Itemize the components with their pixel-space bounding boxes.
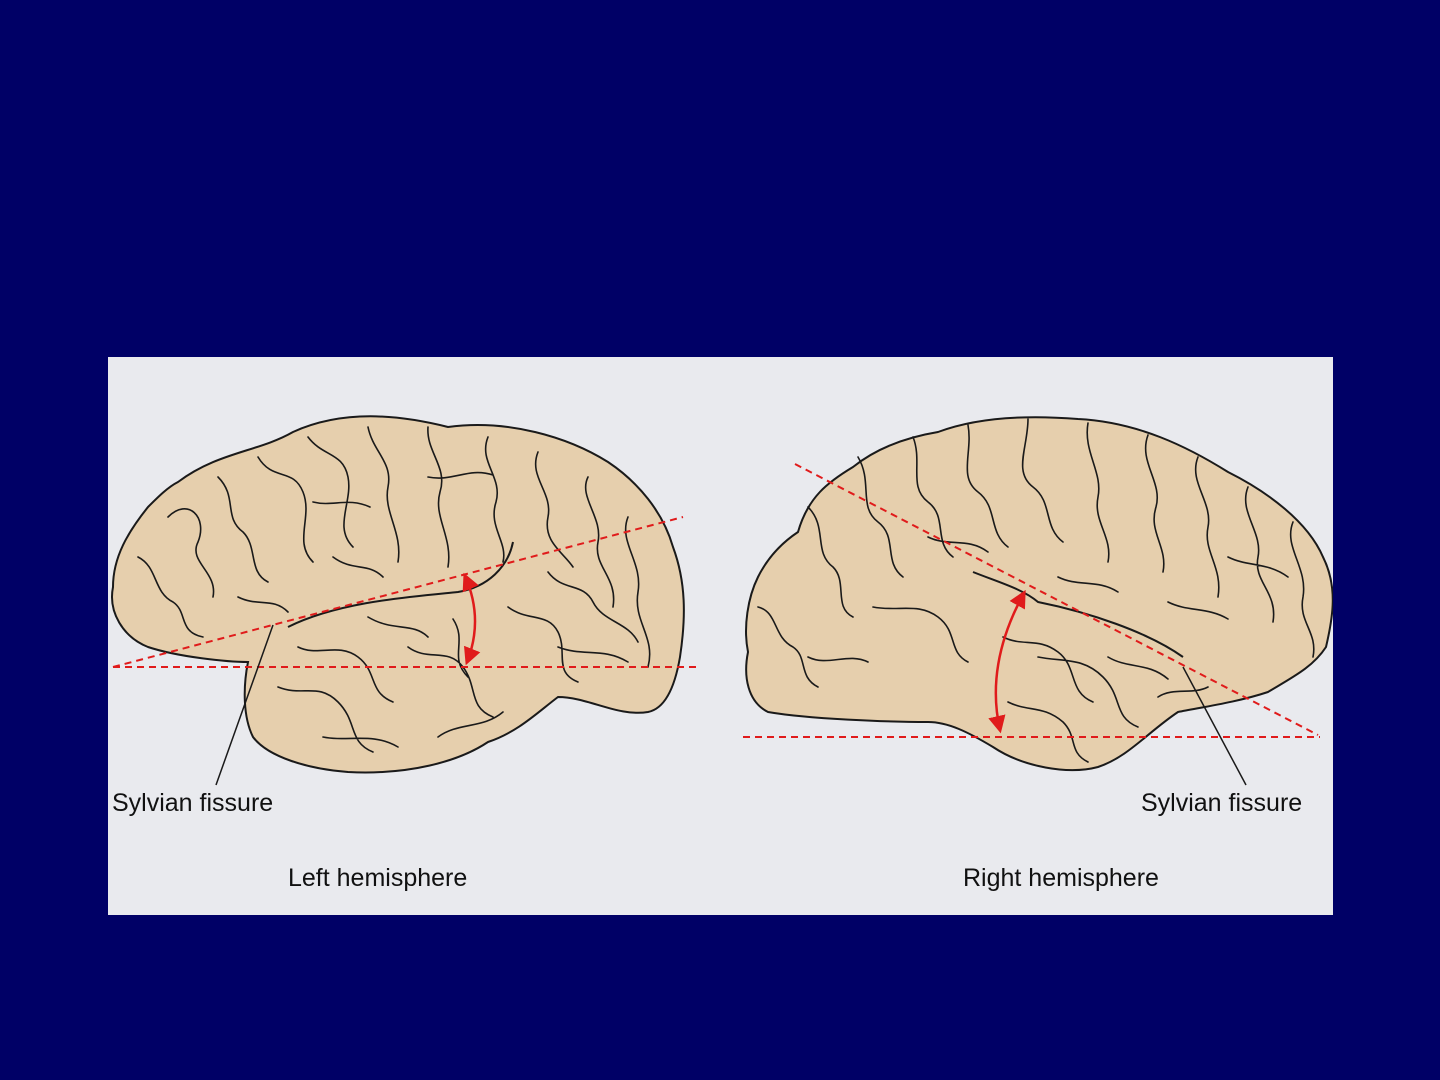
left-brain-outline bbox=[112, 416, 684, 772]
right-sylvian-fissure-label: Sylvian fissure bbox=[1141, 789, 1302, 818]
left-hemisphere-brain bbox=[112, 416, 684, 772]
right-hemisphere-caption: Right hemisphere bbox=[963, 864, 1159, 893]
left-sylvian-fissure-label: Sylvian fissure bbox=[112, 789, 273, 818]
brain-illustration bbox=[108, 357, 1333, 915]
figure-panel: Sylvian fissure Left hemisphere Sylvian … bbox=[108, 357, 1333, 915]
left-hemisphere-caption: Left hemisphere bbox=[288, 864, 467, 893]
right-hemisphere-brain bbox=[746, 417, 1333, 770]
right-brain-outline bbox=[746, 417, 1333, 770]
